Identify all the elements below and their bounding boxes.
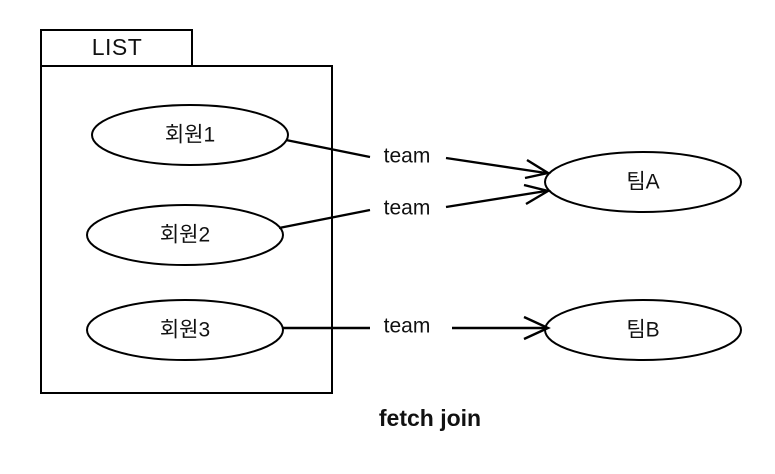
member-label-1: 회원1 bbox=[165, 124, 215, 147]
team-node-a: 팀A bbox=[544, 151, 742, 213]
list-tab-rect bbox=[40, 29, 193, 67]
team-node-b: 팀B bbox=[544, 299, 742, 361]
edge-2-label: team bbox=[384, 197, 431, 220]
edge-3-label: team bbox=[384, 315, 431, 338]
edge-1-segment-right bbox=[445, 156, 547, 175]
member-ellipse-1 bbox=[91, 104, 289, 166]
edge-2-segment-left bbox=[278, 208, 371, 230]
team-ellipse-a bbox=[544, 151, 742, 213]
diagram-caption: fetch join bbox=[379, 405, 481, 431]
edge-2-segment-right bbox=[445, 189, 547, 209]
edge-1-arrowhead-icon bbox=[524, 158, 552, 180]
edge-1-segment-left bbox=[285, 138, 371, 159]
edge-member3-to-teamb: team bbox=[283, 315, 551, 341]
member-node-1: 회원1 bbox=[91, 104, 289, 166]
member-ellipse-2 bbox=[86, 204, 284, 266]
list-tab-label: LIST bbox=[92, 34, 143, 60]
edge-3-arrowhead-icon bbox=[523, 315, 551, 341]
edge-2-arrowhead-icon bbox=[523, 183, 552, 206]
member-node-2: 회원2 bbox=[86, 204, 284, 266]
member-label-3: 회원3 bbox=[160, 319, 210, 342]
team-label-b: 팀B bbox=[626, 319, 659, 342]
member-label-2: 회원2 bbox=[160, 224, 210, 247]
edge-member2-to-teama: team bbox=[278, 183, 552, 230]
team-label-a: 팀A bbox=[626, 171, 659, 194]
member-node-3: 회원3 bbox=[86, 299, 284, 361]
edge-member1-to-teama: team bbox=[285, 138, 552, 180]
member-ellipse-3 bbox=[86, 299, 284, 361]
edge-1-label: team bbox=[384, 145, 431, 168]
